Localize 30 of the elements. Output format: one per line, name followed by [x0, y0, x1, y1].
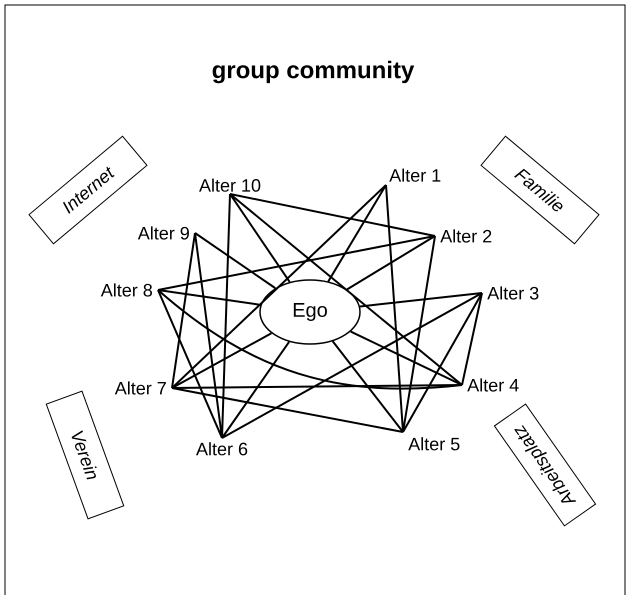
connector-line	[221, 341, 290, 439]
title: group community	[212, 60, 414, 84]
alter-label: Alter 6	[196, 442, 248, 456]
alter-label: Alter 1	[389, 168, 440, 182]
connector-line	[157, 289, 462, 390]
connector-line	[158, 235, 436, 291]
connector-line	[222, 292, 482, 439]
connector-line	[229, 193, 463, 386]
connector-line	[402, 236, 436, 432]
connector-line	[402, 292, 483, 432]
connector-line	[194, 232, 223, 438]
connector-line	[332, 340, 404, 433]
alter-label: Alter 10	[199, 178, 260, 192]
connector-line	[385, 184, 404, 432]
connector-line	[158, 289, 261, 306]
alter-label: Alter 8	[100, 283, 152, 297]
connector-line	[171, 232, 196, 388]
connector-line	[230, 193, 436, 237]
connector-line	[461, 292, 483, 386]
connector-line	[346, 235, 436, 290]
connector-line	[360, 292, 482, 308]
alter-label: Alter 5	[408, 437, 460, 450]
alter-label: Alter 3	[487, 286, 538, 300]
connector-line	[157, 290, 223, 438]
connector-line	[172, 384, 462, 389]
connector-line	[172, 387, 404, 433]
connector-line	[221, 194, 231, 438]
connector-line	[194, 232, 276, 289]
connector-line	[171, 184, 387, 389]
alter-label: Alter 4	[467, 378, 519, 392]
